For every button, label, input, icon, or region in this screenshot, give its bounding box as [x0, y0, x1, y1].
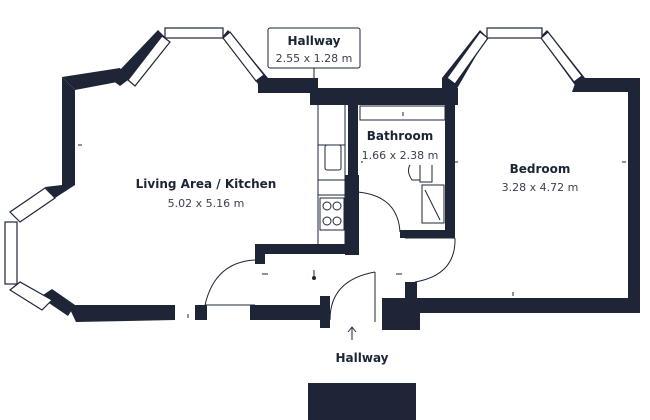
entrance-walls: [308, 296, 416, 420]
hallway-top-walls: [318, 88, 458, 105]
shower-icon: [421, 184, 445, 224]
bedroom-name: Bedroom: [510, 162, 571, 176]
entrance-arrow-icon: [347, 326, 357, 340]
windows: [4, 27, 583, 311]
doors: [204, 191, 456, 322]
cooker-hob-icon: [319, 197, 345, 231]
bedroom-dims: 3.28 x 4.72 m: [502, 181, 579, 194]
bathroom-name: Bathroom: [367, 129, 433, 143]
hallway-top-label-box: [267, 27, 361, 88]
hallway-top-dims: 2.55 x 1.28 m: [276, 52, 353, 65]
living-area-dims: 5.02 x 5.16 m: [168, 197, 245, 210]
living-area-walls: [40, 30, 320, 322]
sink-icon: [324, 144, 342, 171]
bedroom-walls: [382, 30, 640, 330]
bathroom-dims: 1.66 x 2.38 m: [362, 149, 439, 162]
living-area-name: Living Area / Kitchen: [136, 177, 277, 191]
bathroom-label-bg: [363, 125, 443, 165]
hallway-bottom-name: Hallway: [335, 351, 388, 365]
dimension-ticks: [78, 112, 626, 318]
kitchen-units: [317, 105, 346, 244]
hallway-top-name: Hallway: [287, 34, 340, 48]
